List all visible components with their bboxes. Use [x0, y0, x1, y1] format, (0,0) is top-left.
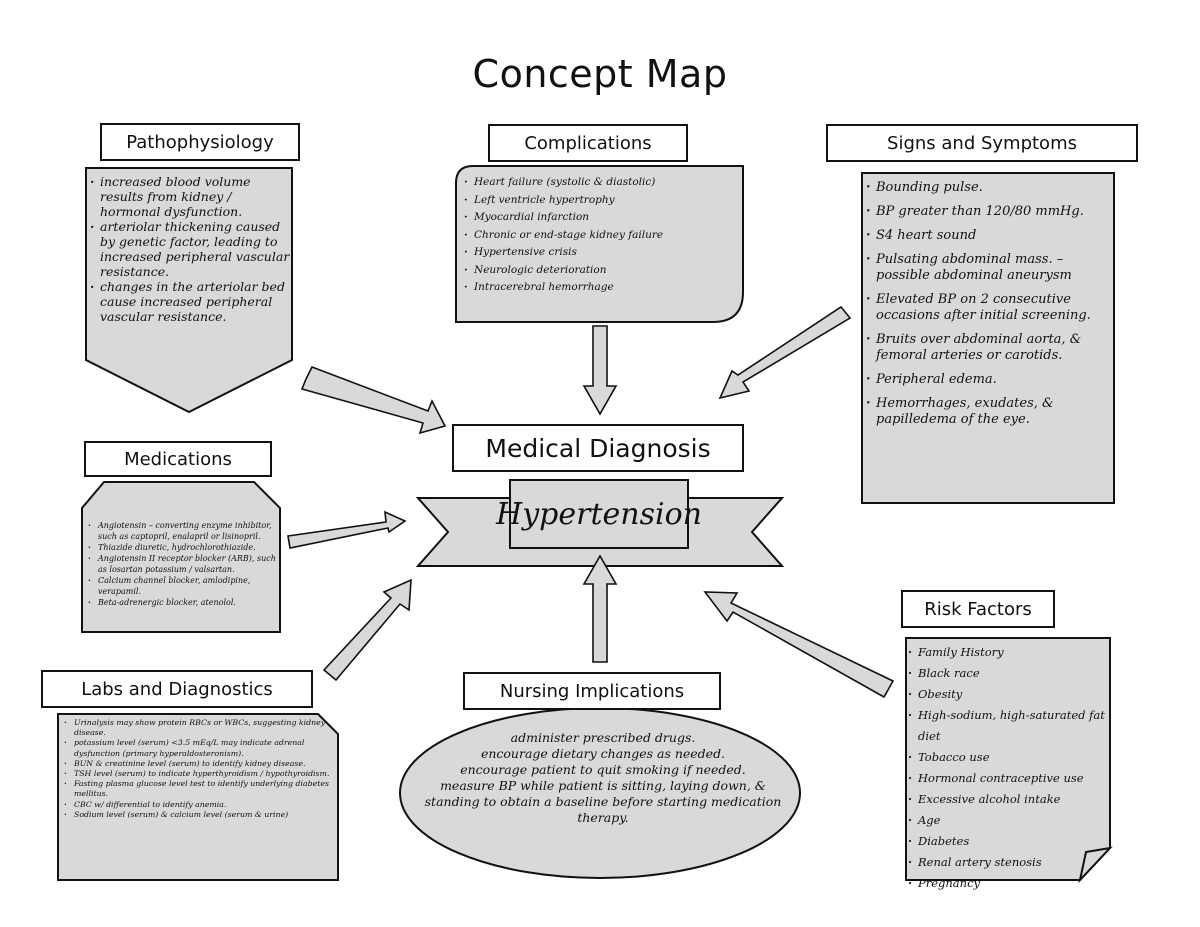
pathophysiology-item: changes in the arteriolar bed cause incr…: [90, 279, 294, 324]
risk-item: Pregnancy: [908, 873, 1112, 894]
signs-item: Bruits over abdominal aorta, & femoral a…: [866, 332, 1114, 364]
pathophysiology-item: arteriolar thickening caused by genetic …: [90, 219, 294, 279]
labs-item: Sodium level (serum) & calcium level (se…: [64, 810, 334, 820]
complications-label: Complications: [488, 124, 688, 162]
risk-item: Obesity: [908, 684, 1112, 705]
nursing-notes: administer prescribed drugs. encourage d…: [418, 730, 788, 865]
nursing-label: Nursing Implications: [463, 672, 721, 710]
complications-item: Left ventricle hypertrophy: [464, 192, 738, 210]
signs-label: Signs and Symptoms: [826, 124, 1138, 162]
risk-label: Risk Factors: [901, 590, 1055, 628]
medical-diagnosis-label: Medical Diagnosis: [452, 424, 744, 472]
signs-item: Peripheral edema.: [866, 372, 1114, 388]
signs-item: Elevated BP on 2 consecutive occasions a…: [866, 292, 1114, 324]
risk-item: Diabetes: [908, 831, 1112, 852]
risk-item: Hormonal contraceptive use: [908, 768, 1112, 789]
arrow-medications: [287, 510, 407, 549]
labs-item: CBC w/ differential to identify anemia.: [64, 800, 334, 810]
arrow-labs: [322, 578, 412, 682]
page-title: Concept Map: [472, 52, 728, 96]
labs-label: Labs and Diagnostics: [41, 670, 313, 708]
nursing-item: encourage dietary changes as needed.: [480, 746, 726, 761]
arrow-complications: [582, 325, 618, 416]
medications-item: Calcium channel blocker, amlodipine, ver…: [88, 575, 278, 597]
nursing-item: administer prescribed drugs.: [510, 730, 696, 745]
risk-item: Excessive alcohol intake: [908, 789, 1112, 810]
complications-item: Myocardial infarction: [464, 209, 738, 227]
arrow-signs: [718, 305, 852, 400]
arrow-risk: [703, 591, 895, 699]
medications-item: Beta-adrenergic blocker, atenolol.: [88, 597, 278, 608]
signs-item: Bounding pulse.: [866, 180, 1114, 196]
signs-item: Hemorrhages, exudates, & papilledema of …: [866, 396, 1114, 428]
arrow-nursing: [582, 554, 618, 663]
arrow-pathophysiology: [300, 365, 447, 435]
signs-item: Pulsating abdominal mass. – possible abd…: [866, 252, 1114, 284]
signs-notes: Bounding pulse. BP greater than 120/80 m…: [864, 180, 1114, 500]
risk-item: Renal artery stenosis: [908, 852, 1112, 873]
medications-item: Angiotensin – converting enzyme inhibito…: [88, 520, 278, 542]
risk-item: Family History: [908, 642, 1112, 663]
nursing-item: measure BP while patient is sitting, lay…: [424, 778, 782, 825]
signs-item: BP greater than 120/80 mmHg.: [866, 204, 1114, 220]
labs-item: Urinalysis may show protein RBCs or WBCs…: [64, 718, 334, 738]
labs-notes: Urinalysis may show protein RBCs or WBCs…: [62, 718, 334, 876]
complications-item: Intracerebral hemorrhage: [464, 279, 738, 297]
pathophysiology-notes: increased blood volume results from kidn…: [88, 174, 294, 374]
risk-item: High-sodium, high-saturated fat diet: [908, 705, 1112, 747]
labs-item: potassium level (serum) <3.5 mEq/L may i…: [64, 738, 334, 758]
labs-item: BUN & creatinine level (serum) to identi…: [64, 759, 334, 769]
diagnosis-value: Hypertension: [496, 496, 702, 532]
labs-item: Fasting plasma glucose level test to ide…: [64, 779, 334, 799]
complications-item: Heart failure (systolic & diastolic): [464, 174, 738, 192]
medications-label: Medications: [84, 441, 272, 477]
risk-item: Tobacco use: [908, 747, 1112, 768]
medications-item: Angiotensin II receptor blocker (ARB), s…: [88, 553, 278, 575]
complications-notes: Heart failure (systolic & diastolic) Lef…: [462, 174, 738, 314]
complications-item: Neurologic deterioration: [464, 262, 738, 280]
labs-item: TSH level (serum) to indicate hyperthyro…: [64, 769, 334, 779]
medications-notes: Angiotensin – converting enzyme inhibito…: [86, 520, 278, 628]
risk-item: Black race: [908, 663, 1112, 684]
pathophysiology-item: increased blood volume results from kidn…: [90, 174, 294, 219]
signs-item: S4 heart sound: [866, 228, 1114, 244]
risk-item: Age: [908, 810, 1112, 831]
complications-item: Chronic or end-stage kidney failure: [464, 227, 738, 245]
complications-item: Hypertensive crisis: [464, 244, 738, 262]
medications-item: Thiazide diuretic, hydrochlorothiazide.: [88, 542, 278, 553]
risk-notes: Family History Black race Obesity High-s…: [906, 642, 1112, 894]
pathophysiology-label: Pathophysiology: [100, 123, 300, 161]
nursing-item: encourage patient to quit smoking if nee…: [460, 762, 746, 777]
